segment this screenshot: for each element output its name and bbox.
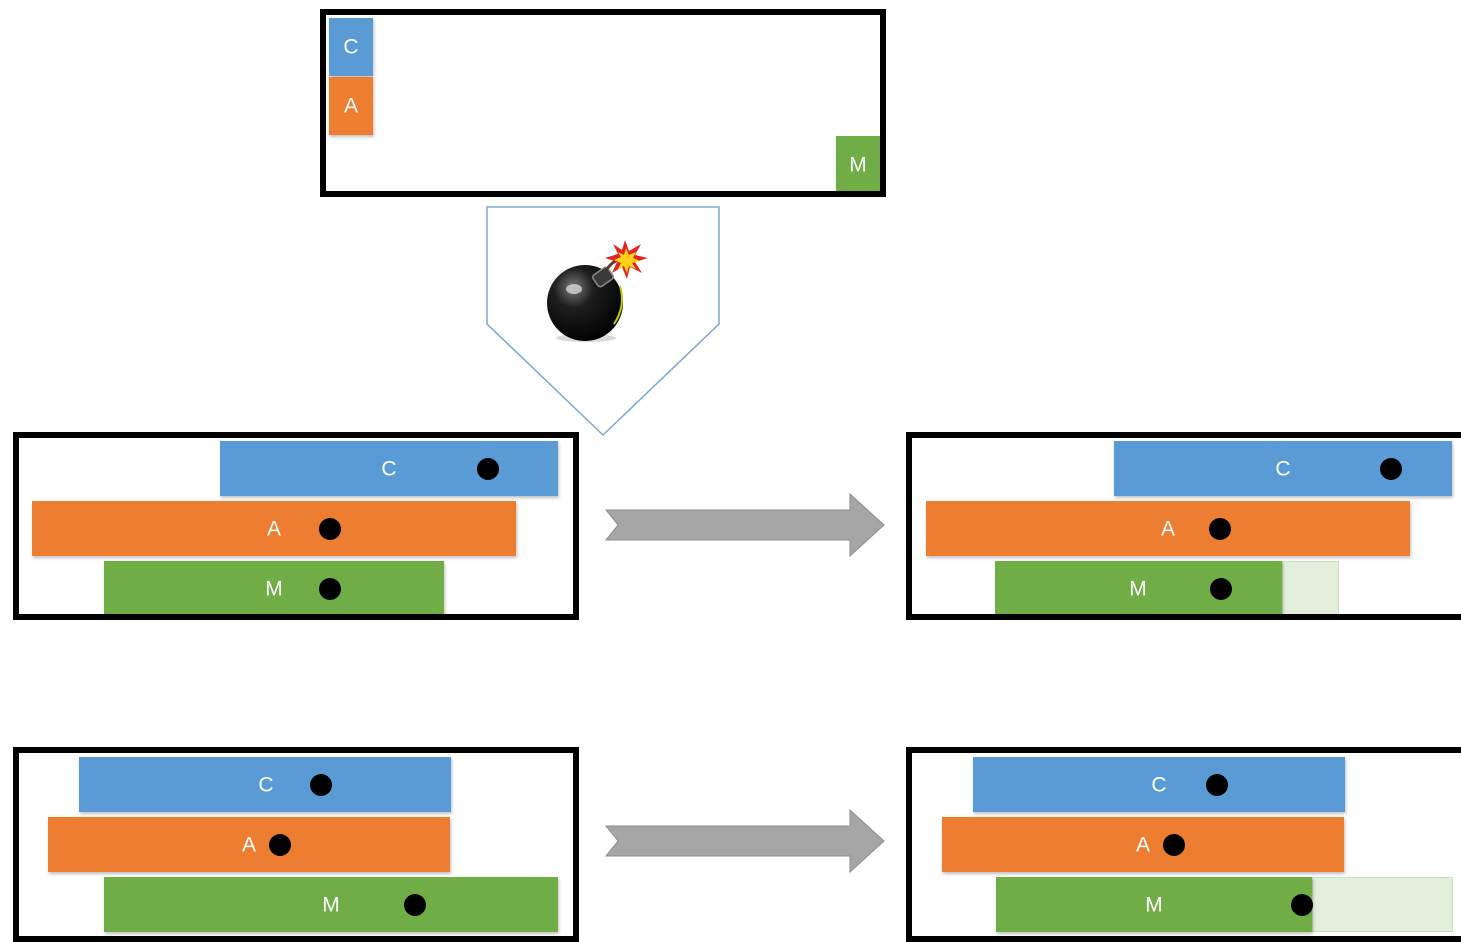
right-arrow-icon: [604, 492, 885, 558]
small-block-a: A: [329, 77, 373, 135]
point-c: [310, 773, 332, 796]
bar-label-a: A: [1160, 517, 1176, 540]
bomb-icon: [547, 240, 648, 342]
point-a: [269, 833, 291, 856]
bar-label-a: A: [241, 833, 257, 856]
point-c: [1206, 773, 1228, 796]
bar-label-m: M: [322, 893, 340, 916]
point-a: [319, 517, 341, 540]
bar-m-removed-portion: [1282, 561, 1339, 614]
panel-mid-left: C A M: [13, 432, 579, 620]
block-label-m: M: [849, 153, 867, 177]
small-block-m: M: [836, 136, 880, 191]
bar-a: A: [32, 501, 516, 556]
small-block-c: C: [329, 18, 373, 76]
point-m: [404, 893, 426, 916]
bar-label-m: M: [1129, 577, 1147, 600]
right-arrow-icon: [604, 808, 885, 874]
point-m: [319, 577, 341, 600]
bar-c: C: [1114, 441, 1452, 496]
bar-label-c: C: [258, 773, 274, 796]
bar-m: M: [104, 561, 444, 614]
bar-label-a: A: [1135, 833, 1151, 856]
point-c: [477, 457, 499, 480]
bar-c: C: [220, 441, 558, 496]
point-a: [1163, 833, 1185, 856]
bar-label-a: A: [266, 517, 282, 540]
point-c: [1380, 457, 1402, 480]
top-panel: C A M: [320, 9, 886, 197]
bar-c: C: [973, 757, 1345, 812]
bar-m: M: [104, 877, 558, 932]
block-label-c: C: [343, 35, 359, 59]
panel-bottom-right: C A M: [906, 747, 1461, 942]
bar-a: A: [48, 817, 450, 872]
bar-label-c: C: [1151, 773, 1167, 796]
point-m: [1291, 893, 1313, 916]
bar-m: M: [996, 877, 1313, 932]
block-label-a: A: [343, 94, 359, 118]
bar-c: C: [79, 757, 451, 812]
bar-m-removed-portion: [1312, 877, 1453, 932]
bar-a: A: [926, 501, 1410, 556]
bar-m: M: [995, 561, 1282, 614]
point-m: [1210, 577, 1232, 600]
bar-a: A: [942, 817, 1344, 872]
bar-label-m: M: [1145, 893, 1163, 916]
bar-label-c: C: [1275, 457, 1291, 480]
bar-label-m: M: [265, 577, 283, 600]
panel-mid-right: C A M: [906, 432, 1461, 620]
point-a: [1209, 517, 1231, 540]
panel-bottom-left: C A M: [13, 747, 579, 942]
bar-label-c: C: [381, 457, 397, 480]
